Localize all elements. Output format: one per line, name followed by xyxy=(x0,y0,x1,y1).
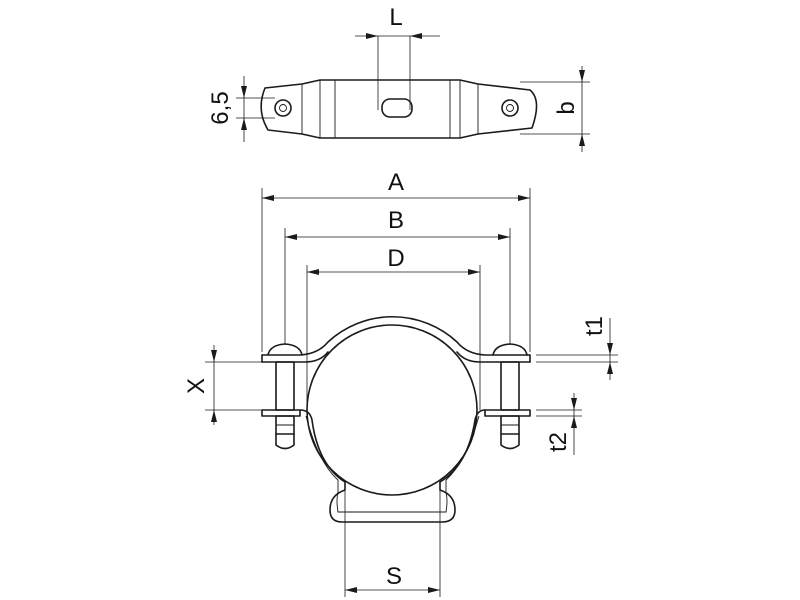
label-b: b xyxy=(553,101,580,114)
dimension-D: D xyxy=(306,245,481,410)
dimension-A: A xyxy=(261,169,531,352)
dimension-b: b xyxy=(520,66,590,152)
label-S: S xyxy=(386,563,402,590)
top-view xyxy=(260,79,538,139)
label-6-5: 6,5 xyxy=(207,91,234,124)
lower-band xyxy=(261,409,301,417)
dimension-X: X xyxy=(183,345,268,425)
label-D: D xyxy=(387,245,404,272)
dimension-L: L xyxy=(355,4,440,110)
label-B: B xyxy=(388,207,404,234)
pipe-circle xyxy=(306,324,478,496)
dimension-6-5: 6,5 xyxy=(207,76,275,142)
dimension-B: B xyxy=(284,207,511,344)
dimension-t2: t2 xyxy=(536,393,582,455)
left-bolt xyxy=(267,343,303,450)
right-bolt xyxy=(492,343,528,450)
label-X: X xyxy=(183,378,210,394)
label-t2: t2 xyxy=(545,432,572,452)
label-L: L xyxy=(389,4,402,31)
outer-band xyxy=(261,315,531,356)
label-A: A xyxy=(388,169,404,196)
dimension-t1: t1 xyxy=(536,316,618,380)
label-t1: t1 xyxy=(581,316,608,336)
dimension-S: S xyxy=(344,490,441,597)
